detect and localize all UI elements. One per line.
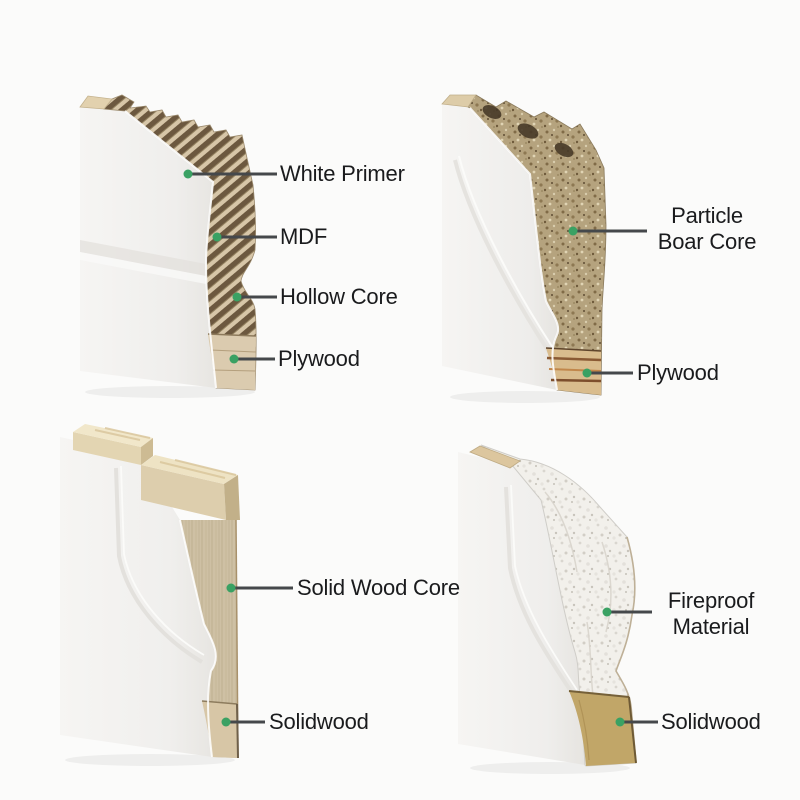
marker-dot-particle-board [568, 226, 578, 236]
marker-dot-solid-wood-core [226, 583, 236, 593]
solidwood-seam [568, 690, 630, 698]
plywood-lamination-lines [210, 349, 257, 372]
marker-dots [183, 169, 625, 727]
label-fireproof-material: Fireproof Material [655, 588, 767, 640]
label-plywood-2: Plywood [637, 360, 719, 385]
label-white-primer: White Primer [280, 161, 405, 186]
panel-molding-highlight [80, 252, 206, 284]
edge-outline [615, 536, 637, 764]
plywood-lamination-lines [546, 356, 602, 362]
label-solidwood-4: Solidwood [661, 709, 761, 734]
marker-dot-solidwood-3 [221, 717, 231, 727]
wood-cap [469, 445, 521, 469]
marker-dot-solidwood-4 [615, 717, 625, 727]
solid-wood-edge [180, 520, 238, 758]
plywood-seam [545, 347, 602, 352]
solid-wood-door-illustration [60, 424, 240, 766]
primer-edge-line [124, 110, 217, 389]
label-plywood-1: Plywood [278, 346, 360, 371]
door-shadow [85, 386, 255, 398]
door-front-face [60, 437, 216, 757]
fireproof-door-illustration [458, 444, 637, 774]
marker-dot-fireproof [602, 607, 612, 617]
core-hole [482, 105, 502, 119]
door-front-face [80, 107, 216, 388]
label-solidwood-3: Solidwood [269, 709, 369, 734]
particle-board-door-illustration [441, 94, 607, 403]
label-hollow-core: Hollow Core [280, 284, 398, 309]
label-mdf: MDF [280, 224, 328, 249]
label-fireproof-material-line2: Material [672, 614, 750, 639]
panel-molding-shadow [114, 467, 204, 664]
panel-molding-highlight [458, 155, 554, 349]
core-hole [554, 142, 574, 158]
label-particle-board-core-line1: Particle [671, 203, 743, 228]
solidwood-bottom-block [569, 691, 636, 766]
marker-dot-plywood-1 [229, 354, 239, 364]
edge-outline [236, 703, 239, 759]
pine-grain-lines [159, 459, 237, 479]
leader-lines [188, 172, 658, 724]
panel-molding-shadow [504, 486, 576, 698]
door-shadow [450, 391, 600, 403]
label-particle-board-core-line2: Boar Core [657, 229, 757, 254]
label-solid-wood-core: Solid Wood Core [297, 575, 460, 600]
edge-outline [628, 696, 637, 764]
core-hole [517, 123, 539, 139]
pine-block-side [224, 475, 240, 520]
pine-grain-lines [94, 427, 151, 441]
panel-molding-shadow [453, 159, 551, 354]
panel-molding-shadow [80, 240, 206, 276]
panel-molding-highlight [510, 484, 578, 691]
wood-cap [441, 94, 477, 108]
wood-grain-line [578, 699, 590, 761]
pine-block-side [141, 438, 153, 465]
door-shadow [65, 754, 235, 766]
plywood-lamination-lines [550, 378, 602, 383]
panel-molding-highlight [120, 465, 205, 656]
marker-dot-white-primer [183, 169, 193, 179]
pine-block-top [73, 424, 153, 447]
plywood-lamination-lines [548, 368, 602, 372]
pine-block-front [141, 465, 226, 520]
wood-cap [79, 95, 113, 110]
primer-edge-line [179, 519, 217, 758]
label-particle-board-core: Particle Boar Core [648, 203, 766, 255]
primer-edge-line [469, 107, 560, 391]
marker-dot-plywood-2 [582, 368, 592, 378]
plywood-seam [207, 333, 257, 337]
label-fireproof-material-line1: Fireproof [667, 588, 755, 613]
hollow-core-door-illustration [79, 94, 257, 398]
marker-dot-hollow-core [232, 292, 242, 302]
marker-dot-mdf [212, 232, 222, 242]
pine-block-front [73, 432, 141, 465]
